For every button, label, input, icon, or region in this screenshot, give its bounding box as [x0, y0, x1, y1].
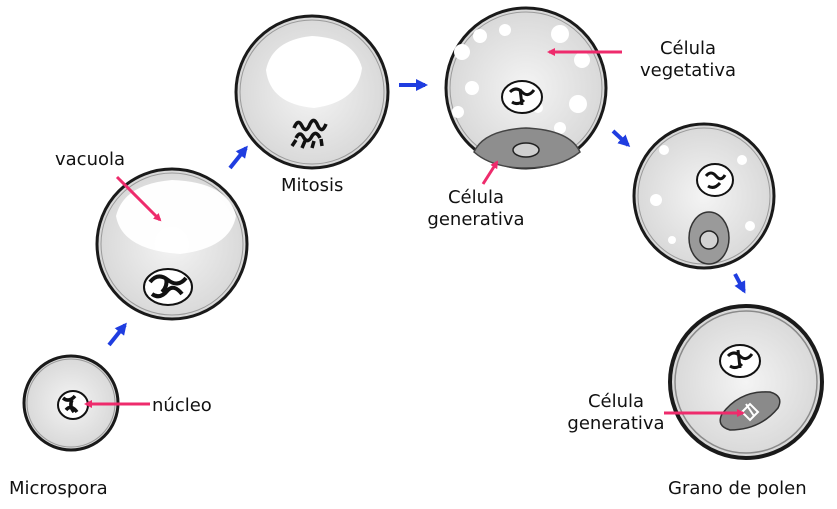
vegetative-nucleus-icon	[697, 164, 733, 196]
label-celula-generativa-b-line2: generativa	[566, 413, 666, 435]
label-grano-de-polen: Grano de polen	[668, 478, 807, 500]
mitosis-cell-icon	[236, 16, 388, 168]
vacuolated-cell-icon	[97, 169, 247, 319]
right-arrow-icon	[109, 325, 125, 345]
two-celled-icon	[446, 8, 606, 168]
label-celula-vegetativa-line2: vegetativa	[620, 60, 756, 82]
right-arrow-icon	[613, 131, 628, 145]
label-celula-generativa-b-line1: Célula	[566, 391, 666, 413]
nucleus-icon	[144, 269, 192, 305]
label-celula-generativa-a: Célula generativa	[414, 187, 538, 231]
label-mitosis: Mitosis	[281, 175, 343, 197]
right-arrow-icon	[735, 274, 744, 291]
label-celula-generativa-a-line2: generativa	[414, 209, 538, 231]
pollen-grain-icon	[670, 306, 822, 458]
migrating-cell-icon	[634, 124, 774, 268]
label-celula-generativa-b: Célula generativa	[566, 391, 666, 435]
pointer-arrow-icon	[483, 162, 497, 184]
label-celula-vegetativa: Célula vegetativa	[620, 38, 756, 82]
label-vacuola: vacuola	[55, 149, 125, 171]
vegetative-nucleus-icon	[720, 345, 760, 377]
label-celula-vegetativa-line1: Célula	[620, 38, 756, 60]
right-arrow-icon	[230, 148, 246, 168]
vegetative-nucleus-icon	[502, 81, 542, 113]
label-microspora: Microspora	[9, 478, 108, 500]
nucleus-icon	[58, 391, 88, 419]
label-nucleo: núcleo	[152, 395, 212, 417]
label-celula-generativa-a-line1: Célula	[414, 187, 538, 209]
